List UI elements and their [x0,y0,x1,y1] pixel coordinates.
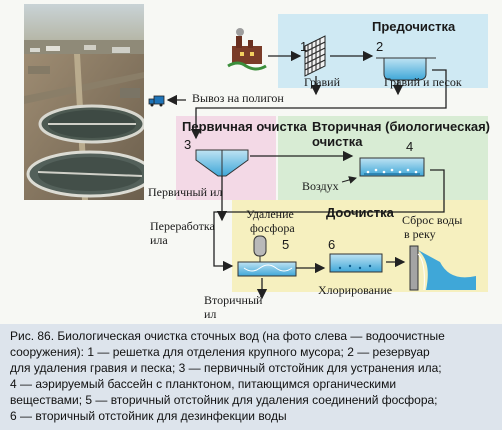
figure-caption: Рис. 86. Биологическая очистка сточных в… [10,328,496,424]
processing-label-line1: Переработка [150,219,215,233]
primary-clarifier-icon [195,149,249,177]
caption-line: Рис. 86. Биологическая очистка сточных в… [10,329,445,343]
processing-label-line2: ила [150,233,168,247]
grit-chamber-icon [376,57,436,81]
primary-header: Первичная очистка [182,119,307,134]
caption-line: веществами; 5 — вторичный отстойник для … [10,393,438,407]
caption-line: 4 — аэрируемый бассейн с планктоном, пит… [10,377,397,391]
secondary-sludge-label-line2: ил [204,307,217,321]
caption-line: 6 — вторичный отстойник для дезинфекции … [10,409,287,423]
caption-line: сооружения): 1 — решетка для отделения к… [10,345,430,359]
pretreatment-header: Предочистка [372,19,456,34]
tertiary-header: Доочистка [326,205,394,220]
landfill-label: Вывоз на полигон [192,91,284,105]
discharge-label-line2: в реку [404,227,436,241]
chlorination-label: Хлорирование [318,283,393,297]
bar-screen-icon [304,35,326,77]
aeration-basin-icon [359,157,425,177]
step-number-5: 5 [282,237,290,252]
river-outfall-icon [409,245,476,291]
secondary-sludge-label-line1: Вторичный [204,293,263,307]
truck-icon [148,94,186,107]
factory-icon [227,28,267,71]
air-label: Воздух [302,179,339,193]
step-number-1: 1 [300,39,308,54]
secondary-header-line1: Вторичная (биологическая) [312,119,491,134]
primary-sludge-label: Первичный ил [148,185,223,199]
step-number-2: 2 [376,39,384,54]
disinfection-tank-icon [329,253,383,273]
step-number-4: 4 [406,139,414,154]
secondary-header-line2: очистка [312,134,363,149]
phosphorus-removal-icon [237,235,297,277]
phosphorus-label-line2: фосфора [250,221,295,235]
gravel-label: Гравий [304,75,341,89]
treatment-diagram [148,14,488,300]
phosphorus-label-line1: Удаление [246,207,294,221]
caption-line: для удаления гравия и песка; 3 — первичн… [10,361,442,375]
step-number-3: 3 [184,137,192,152]
gravel-sand-label: Гравий и песок [384,75,462,89]
step-number-6: 6 [328,237,336,252]
discharge-label-line1: Сброс воды [402,213,463,227]
caption-panel [0,324,502,430]
treatment-plant-photo [24,4,144,200]
